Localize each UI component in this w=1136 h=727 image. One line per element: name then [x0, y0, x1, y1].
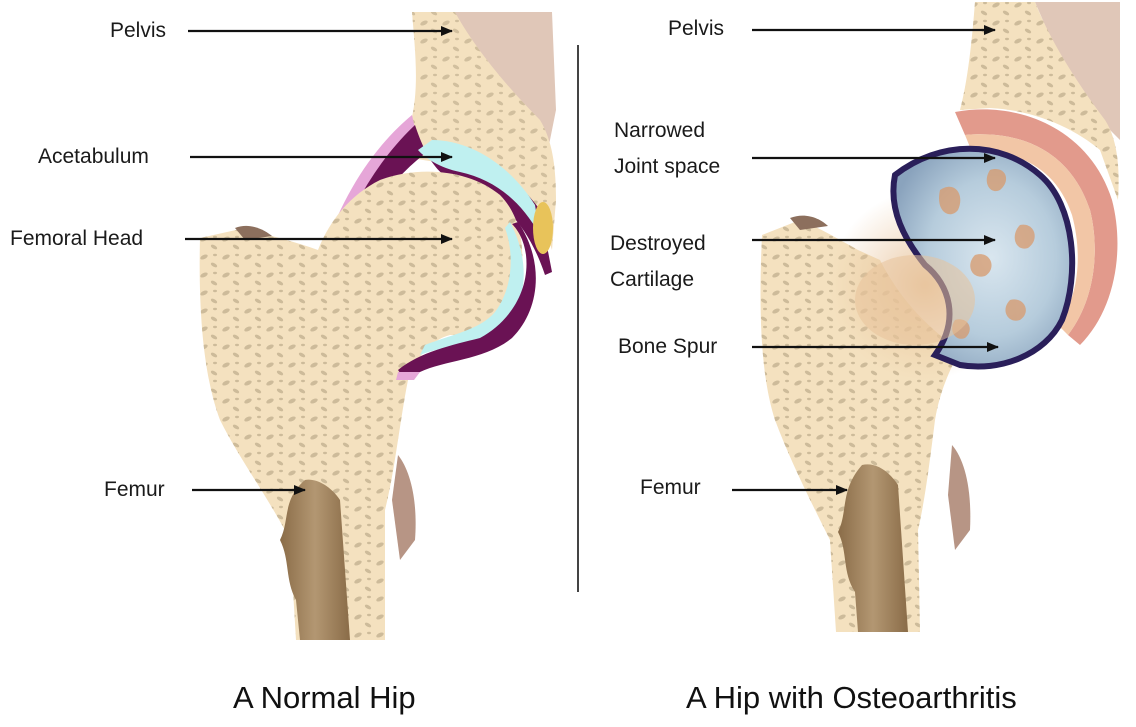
label-destroyed-line2: Cartilage — [610, 262, 706, 298]
label-destroyed-cartilage: Destroyed Cartilage — [610, 226, 706, 298]
label-narrowed-joint-space: Narrowed Joint space — [614, 113, 720, 185]
label-acetabulum: Acetabulum — [38, 143, 149, 170]
caption-normal-hip: A Normal Hip — [233, 680, 416, 716]
label-pelvis-left: Pelvis — [110, 17, 166, 44]
femur-marrow — [280, 480, 350, 640]
label-bone-spur: Bone Spur — [618, 333, 717, 360]
normal-hip-illustration — [200, 12, 556, 640]
caption-osteoarthritis-hip: A Hip with Osteoarthritis — [686, 680, 1017, 716]
label-narrowed-line2: Joint space — [614, 149, 720, 185]
label-narrowed-line1: Narrowed — [614, 113, 720, 149]
label-pelvis-right: Pelvis — [668, 15, 724, 42]
label-femoral-head: Femoral Head — [10, 225, 143, 252]
label-femur-left: Femur — [104, 476, 165, 503]
label-destroyed-line1: Destroyed — [610, 226, 706, 262]
osteoarthritis-hip-illustration — [761, 2, 1120, 632]
label-femur-right: Femur — [640, 474, 701, 501]
fat-pad — [533, 202, 553, 254]
